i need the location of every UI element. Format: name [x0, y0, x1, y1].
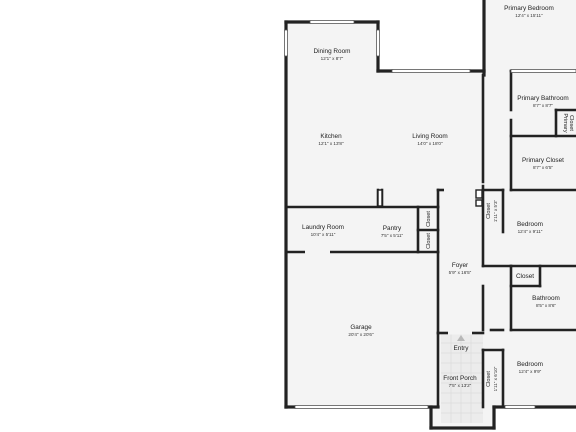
bedroom2-closet-label: Closet	[486, 371, 492, 387]
hall-closet-label: Closet	[516, 273, 534, 280]
bedroom-2-name: Bedroom	[517, 361, 543, 368]
primary-closet-small-line2: Closet	[568, 115, 574, 131]
dining-room-dims: 12'1" x 8'7"	[321, 56, 344, 61]
laundry-room-name: Laundry Room	[302, 224, 344, 231]
bedroom1-closet-dims: 1'11" x 5'3"	[493, 199, 498, 222]
primary-bedroom-name: Primary Bedroom	[504, 5, 554, 12]
porch-floor	[441, 333, 483, 423]
entry-arrow-icon	[457, 335, 465, 341]
bedroom-1-name: Bedroom	[517, 221, 543, 228]
primary-bathroom-dims: 8'7" x 8'7"	[533, 103, 553, 108]
garage-dims: 20'4" x 20'6"	[348, 332, 374, 337]
floor-fill	[286, 0, 576, 426]
foyer-name: Foyer	[452, 262, 469, 269]
foyer-dims: 5'9" x 16'5"	[449, 270, 472, 275]
bedroom2-closet-dims: 1'11" x 6'10"	[493, 366, 498, 391]
primary-closet-dims: 8'7" x 6'5"	[533, 165, 553, 170]
primary-bathroom-name: Primary Bathroom	[517, 95, 569, 102]
kitchen-name: Kitchen	[320, 133, 342, 140]
room-labels: Primary Bedroom 12'4" x 15'11" Dining Ro…	[302, 5, 569, 388]
primary-closet-small-line1: Primary	[562, 113, 568, 132]
pantry-dims: 7'5" x 5'11"	[381, 233, 404, 238]
pantry-name: Pantry	[383, 225, 402, 232]
front-porch-name: Front Porch	[443, 375, 477, 382]
primary-closet-name: Primary Closet	[522, 157, 564, 164]
living-room-dims: 14'0" x 18'0"	[417, 141, 443, 146]
bedroom-1-dims: 12'4" x 9'11"	[518, 229, 543, 234]
bedroom1-closet-label: Closet	[486, 203, 492, 219]
laundry-room-dims: 10'4" x 5'11"	[311, 232, 336, 237]
windows	[284, 20, 576, 409]
laundry-closet-bottom-label: Closet	[426, 233, 432, 249]
kitchen-dims: 12'1" x 13'8"	[318, 141, 344, 146]
primary-bedroom-dims: 12'4" x 15'11"	[515, 13, 543, 18]
living-room-name: Living Room	[412, 133, 448, 140]
entry-name: Entry	[454, 345, 470, 352]
doors	[305, 188, 472, 335]
laundry-closet-top-label: Closet	[426, 211, 432, 227]
front-porch-dims: 7'5" x 13'2"	[449, 383, 472, 388]
walls	[284, 0, 576, 430]
bathroom-dims: 8'5" x 8'6"	[536, 303, 556, 308]
garage-name: Garage	[350, 324, 372, 331]
dining-room-name: Dining Room	[314, 48, 351, 55]
closet-labels: Primary Closet Closet Closet Closet 1'11…	[426, 113, 574, 391]
bedroom-2-dims: 12'4" x 9'9"	[519, 369, 542, 374]
bathroom-name: Bathroom	[532, 295, 560, 302]
